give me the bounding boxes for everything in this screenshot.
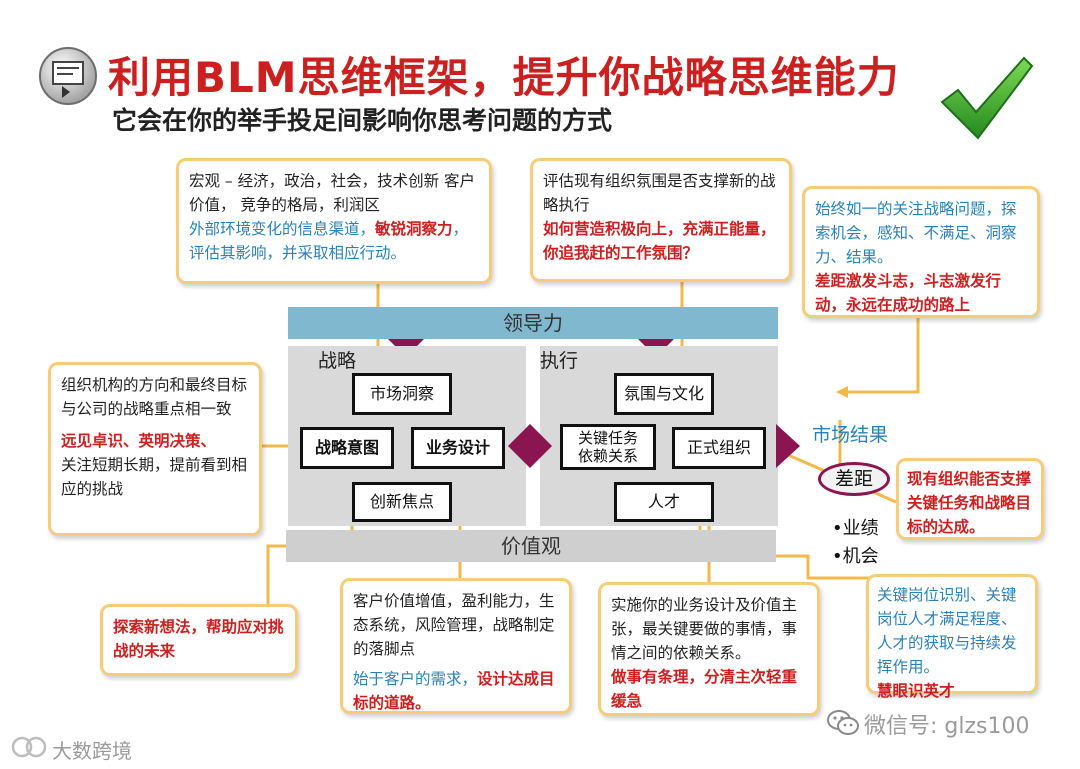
talent-box: 人才	[614, 482, 714, 522]
key-tasks-box: 关键任务 依赖关系	[560, 424, 656, 470]
callout-explore-text: 探索新想法，帮助应对挑战的未来	[113, 618, 284, 660]
callout-macro-highlight: 外部环境变化的信息渠道，敏锐洞察力，评估其影响，并采取相应行动。	[189, 220, 469, 262]
business-design-box: 业务设计	[411, 427, 505, 469]
callout-implement-text: 实施你的业务设计及价值主张，最关键要做的事情，事情之间的依赖关系。	[611, 596, 798, 662]
callout-direction-text: 组织机构的方向和最终目标与公司的战略重点相一致	[61, 376, 248, 418]
execution-label: 执行	[540, 350, 579, 372]
market-result-label: 市场结果	[812, 424, 889, 446]
page-title: 利用BLM思维框架，提升你战略思维能力	[108, 53, 900, 102]
result-bullet-performance: •业绩	[832, 518, 879, 539]
callout-direction: 组织机构的方向和最终目标与公司的战略重点相一致 远见卓识、英明决策、 关注短期长…	[48, 362, 262, 536]
watermark-left: 大数跨境	[52, 739, 132, 763]
gap-oval: 差距	[818, 462, 890, 496]
innovation-focus-box: 创新焦点	[352, 482, 452, 522]
values-label: 价值观	[501, 534, 561, 558]
callout-climate: 评估现有组织氛围是否支撑新的战略执行 如何营造积极向上，充满正能量，你追我赶的工…	[530, 158, 792, 282]
watermark-right: 微信号: glzs100	[864, 714, 1030, 739]
callout-customer-highlight: 始于客户的需求，设计达成目标的道路。	[353, 670, 555, 712]
strategic-intent-box: 战略意图	[300, 427, 394, 469]
callout-focus-highlight: 差距激发斗志，斗志激发行动，永远在成功的路上	[815, 272, 1002, 314]
callout-climate-highlight: 如何营造积极向上，充满正能量，你追我赶的工作氛围？	[543, 220, 776, 262]
callout-talent-highlight: 慧眼识英才	[877, 682, 955, 700]
link-diamond	[508, 424, 552, 468]
callout-direction-text2: 关注短期长期，提前看到相应的挑战	[61, 456, 248, 498]
callout-org-support-text: 现有组织能否支撑关键任务和战略目标的达成。	[907, 470, 1032, 536]
callout-customer: 客户价值增值，盈利能力，生态系统，风险管理，战略制定的落脚点 始于客户的需求，设…	[340, 578, 572, 714]
result-bullet-opportunity: •机会	[832, 546, 879, 567]
callout-macro-text: 宏观 – 经济，政治，社会，技术创新 客户价值， 竞争的格局，利润区	[189, 172, 476, 214]
callout-talent-text: 关键岗位识别、关键岗位人才满足程度、人才的获取与持续发挥作用。	[877, 586, 1017, 676]
callout-focus: 始终如一的关注战略问题，探索机会，感知、不满足、洞察力、结果。 差距激发斗志，斗…	[802, 186, 1040, 318]
leadership-label: 领导力	[503, 311, 563, 335]
leadership-band: 领导力	[288, 307, 778, 339]
values-band: 价值观	[286, 530, 776, 562]
callout-focus-text: 始终如一的关注战略问题，探索机会，感知、不满足、洞察力、结果。	[815, 200, 1017, 266]
market-insight-box: 市场洞察	[352, 373, 452, 415]
callout-org-support: 现有组织能否支撑关键任务和战略目标的达成。	[896, 458, 1044, 540]
callout-customer-text: 客户价值增值，盈利能力，生态系统，风险管理，战略制定的落脚点	[353, 592, 555, 658]
callout-climate-text: 评估现有组织氛围是否支撑新的战略执行	[543, 172, 776, 214]
strategy-label: 战略	[318, 350, 357, 372]
callout-explore: 探索新想法，帮助应对挑战的未来	[100, 604, 298, 676]
check-mark-icon	[936, 52, 1036, 144]
callout-talent: 关键岗位识别、关键岗位人才满足程度、人才的获取与持续发挥作用。 慧眼识英才	[866, 574, 1038, 700]
callout-direction-highlight: 远见卓识、英明决策、	[61, 432, 217, 450]
formal-org-box: 正式组织	[672, 427, 766, 469]
climate-culture-box: 氛围与文化	[614, 373, 714, 415]
callout-macro: 宏观 – 经济，政治，社会，技术创新 客户价值， 竞争的格局，利润区 外部环境变…	[176, 158, 492, 284]
callout-implement-highlight: 做事有条理，分清主次轻重缓急	[611, 668, 798, 710]
gap-label: 差距	[834, 468, 873, 490]
callout-implement: 实施你的业务设计及价值主张，最关键要做的事情，事情之间的依赖关系。 做事有条理，…	[598, 582, 820, 716]
brand-logo-icon	[10, 734, 50, 760]
result-arrow	[776, 424, 800, 468]
presentation-icon	[38, 46, 98, 106]
wechat-icon	[826, 708, 860, 738]
page-subtitle: 它会在你的举手投足间影响你思考问题的方式	[112, 106, 613, 135]
